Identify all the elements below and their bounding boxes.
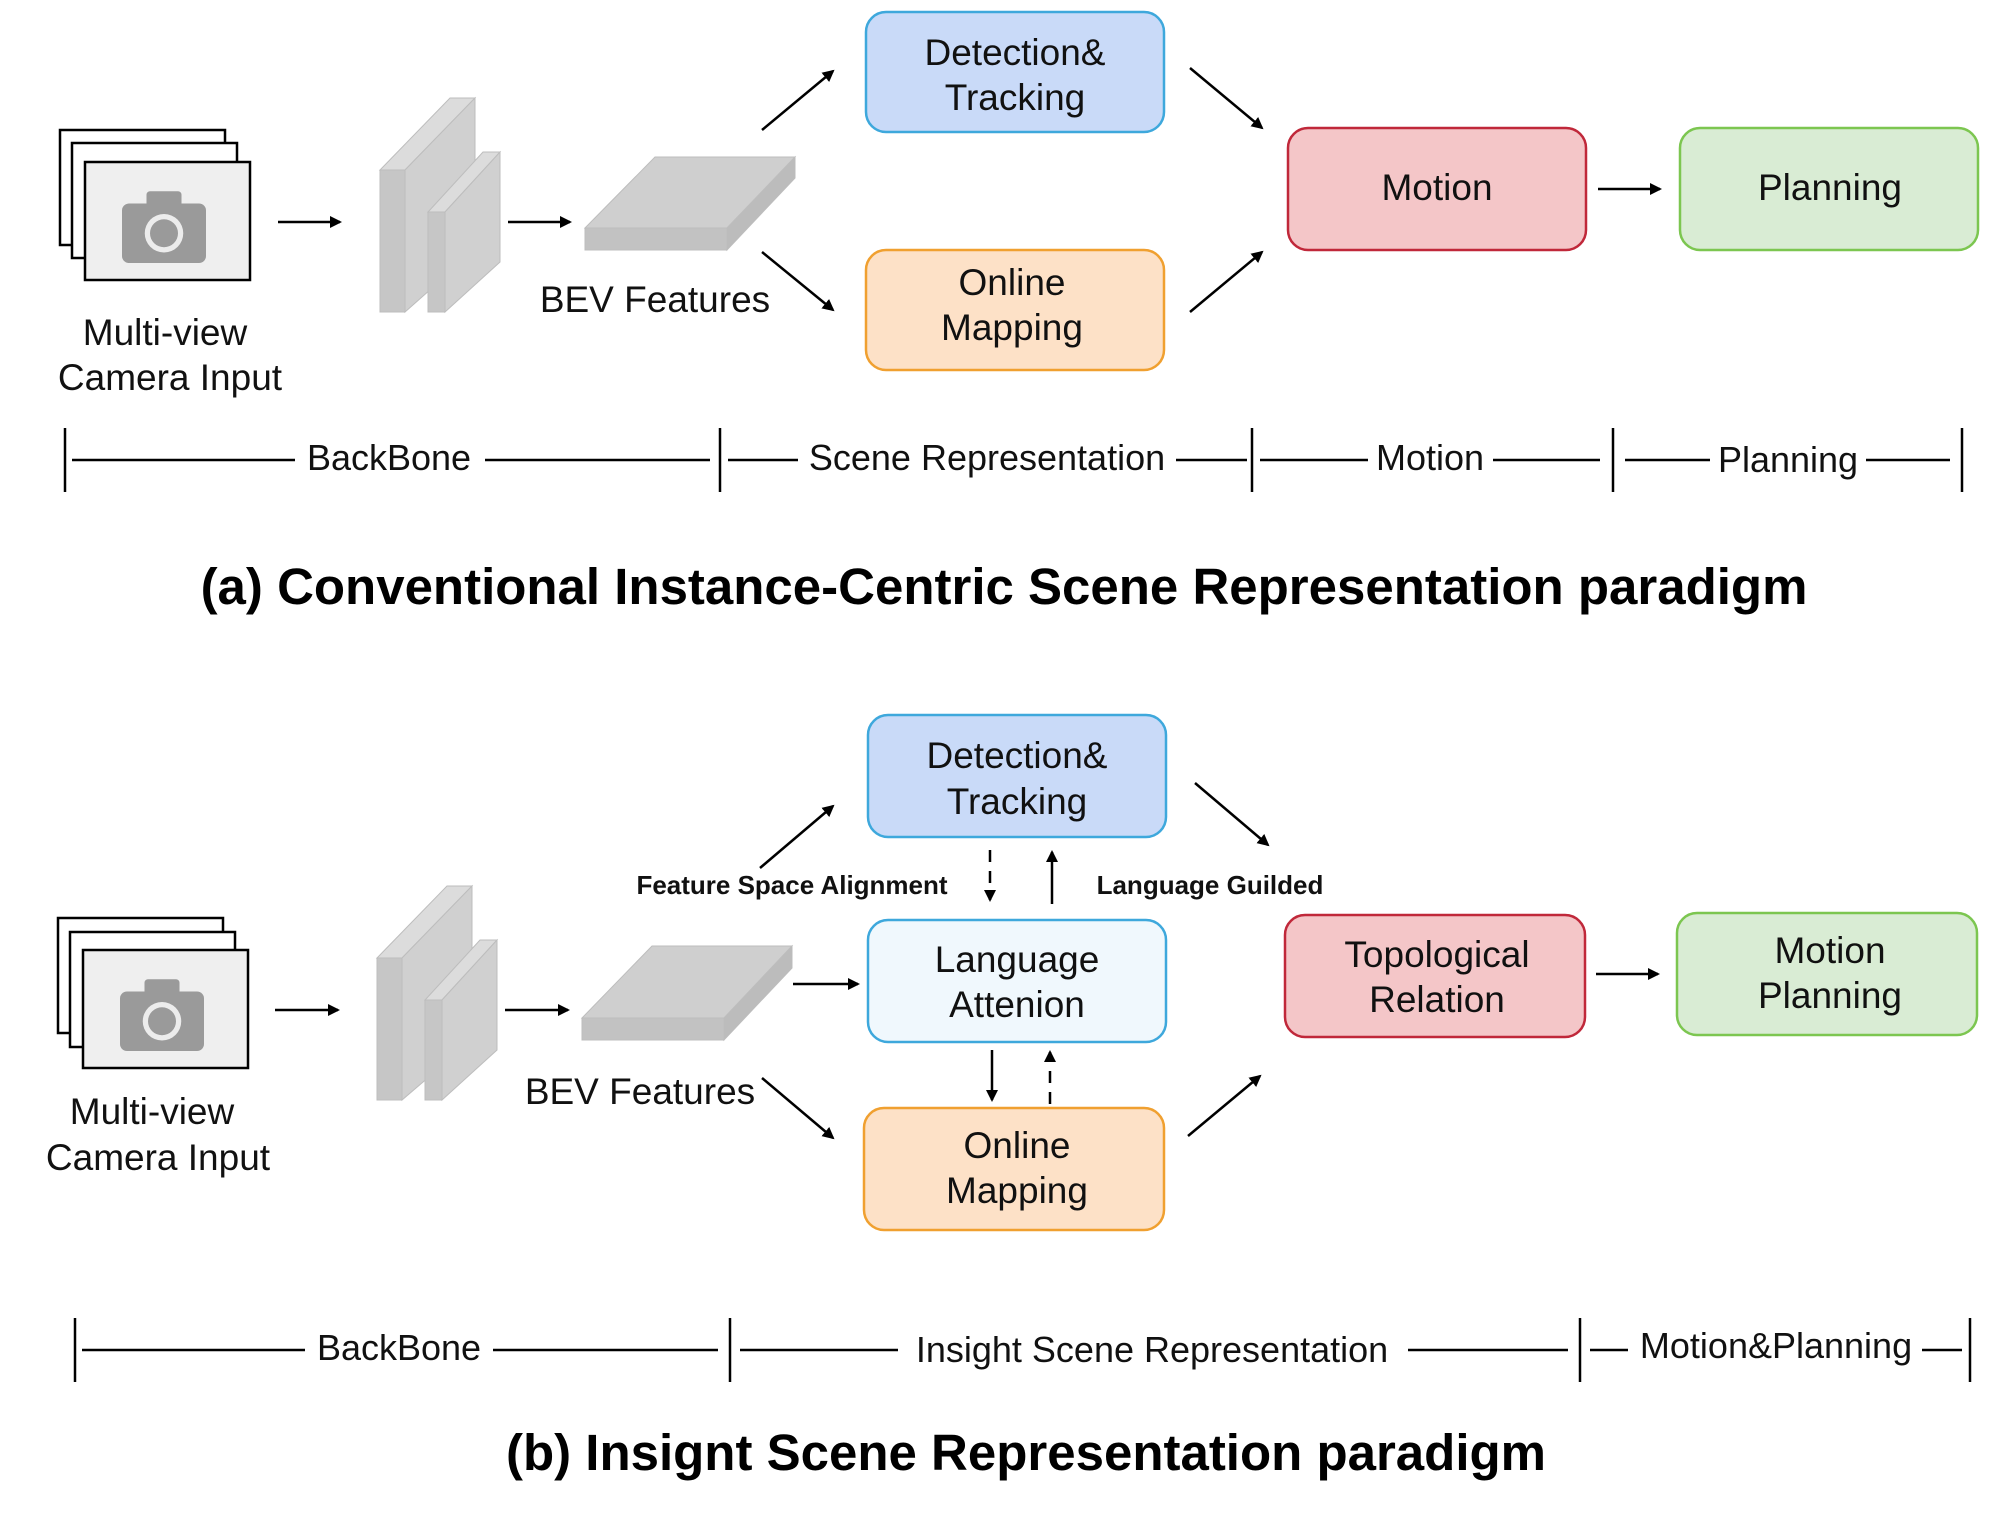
motion-planning-box-b: Motion Planning: [1675, 911, 1979, 1037]
detection-box-b: Detection& Tracking: [866, 713, 1168, 839]
mapping-label-a-line1: Online: [959, 262, 1066, 303]
motion-planning-label-line1: Motion: [1774, 930, 1885, 971]
arrow-bev-mapping-a: [761, 251, 835, 312]
panel-a: Multi-view Camera Input BEV Features Det…: [58, 10, 1980, 615]
detection-label-b-line2: Tracking: [947, 781, 1088, 822]
stage-backbone-b: BackBone: [317, 1327, 481, 1368]
backbone-blocks-a: [378, 96, 502, 314]
stage-scene-representation-a: Scene Representation: [809, 437, 1165, 478]
stage-backbone-a: BackBone: [307, 437, 471, 478]
language-guided-label: Language Guilded: [1097, 870, 1324, 900]
arrow-mapping-motion-a: [1189, 250, 1264, 313]
panel-b: Multi-view Camera Input BEV Features Fea…: [46, 713, 1979, 1481]
stage-bar-b: BackBone Insight Scene Representation Mo…: [73, 1318, 1972, 1382]
language-attention-label-line1: Language: [935, 939, 1100, 980]
detection-label-b-line1: Detection&: [927, 735, 1108, 776]
arrow-bev-detection-a: [761, 69, 835, 131]
arrow-bev-detection-b: [759, 804, 835, 869]
arrow-mapping-topological: [1187, 1074, 1262, 1137]
detection-box-a: Detection& Tracking: [864, 10, 1166, 134]
caption-b: (b) Insignt Scene Representation paradig…: [506, 1424, 1546, 1481]
language-attention-box: Language Attenion: [866, 918, 1168, 1044]
camera-label-b-line2: Camera Input: [46, 1137, 271, 1178]
camera-label-a-line1: Multi-view: [83, 312, 248, 353]
arrow-bev-mapping-b: [761, 1077, 835, 1140]
motion-box-a: Motion: [1286, 126, 1588, 252]
feature-space-alignment-label: Feature Space Alignment: [636, 870, 947, 900]
motion-planning-label-line2: Planning: [1758, 975, 1902, 1016]
arrow-detection-topological: [1194, 782, 1270, 847]
topological-relation-box: Topological Relation: [1283, 913, 1587, 1039]
backbone-blocks-b: [375, 884, 499, 1102]
mapping-box-a: Online Mapping: [864, 248, 1166, 372]
camera-stack-a: [58, 128, 252, 282]
stage-motion-a: Motion: [1376, 437, 1484, 478]
mapping-box-b: Online Mapping: [862, 1106, 1166, 1232]
planning-label-a: Planning: [1758, 167, 1902, 208]
topological-label-line1: Topological: [1344, 934, 1529, 975]
detection-label-a-line1: Detection&: [925, 32, 1106, 73]
detection-label-a-line2: Tracking: [945, 77, 1086, 118]
caption-a: (a) Conventional Instance-Centric Scene …: [201, 558, 1808, 615]
bev-features-a: [583, 155, 797, 252]
bev-features-b: [580, 944, 794, 1042]
camera-stack-b: [56, 916, 250, 1070]
language-attention-label-line2: Attenion: [949, 984, 1085, 1025]
mapping-label-b-line1: Online: [964, 1125, 1071, 1166]
topological-label-line2: Relation: [1369, 979, 1505, 1020]
stage-insight-scene-representation: Insight Scene Representation: [916, 1329, 1388, 1370]
mapping-label-a-line2: Mapping: [941, 307, 1083, 348]
stage-bar-a: BackBone Scene Representation Motion Pla…: [63, 428, 1964, 492]
motion-label-a: Motion: [1381, 167, 1492, 208]
camera-label-b-line1: Multi-view: [70, 1091, 235, 1132]
mapping-label-b-line2: Mapping: [946, 1170, 1088, 1211]
bev-label-b: BEV Features: [525, 1071, 755, 1112]
stage-motion-planning-b: Motion&Planning: [1640, 1325, 1912, 1366]
planning-box-a: Planning: [1678, 126, 1980, 252]
arrow-detection-motion-a: [1189, 67, 1264, 130]
camera-label-a-line2: Camera Input: [58, 357, 283, 398]
bev-label-a: BEV Features: [540, 279, 770, 320]
stage-planning-a: Planning: [1718, 439, 1858, 480]
